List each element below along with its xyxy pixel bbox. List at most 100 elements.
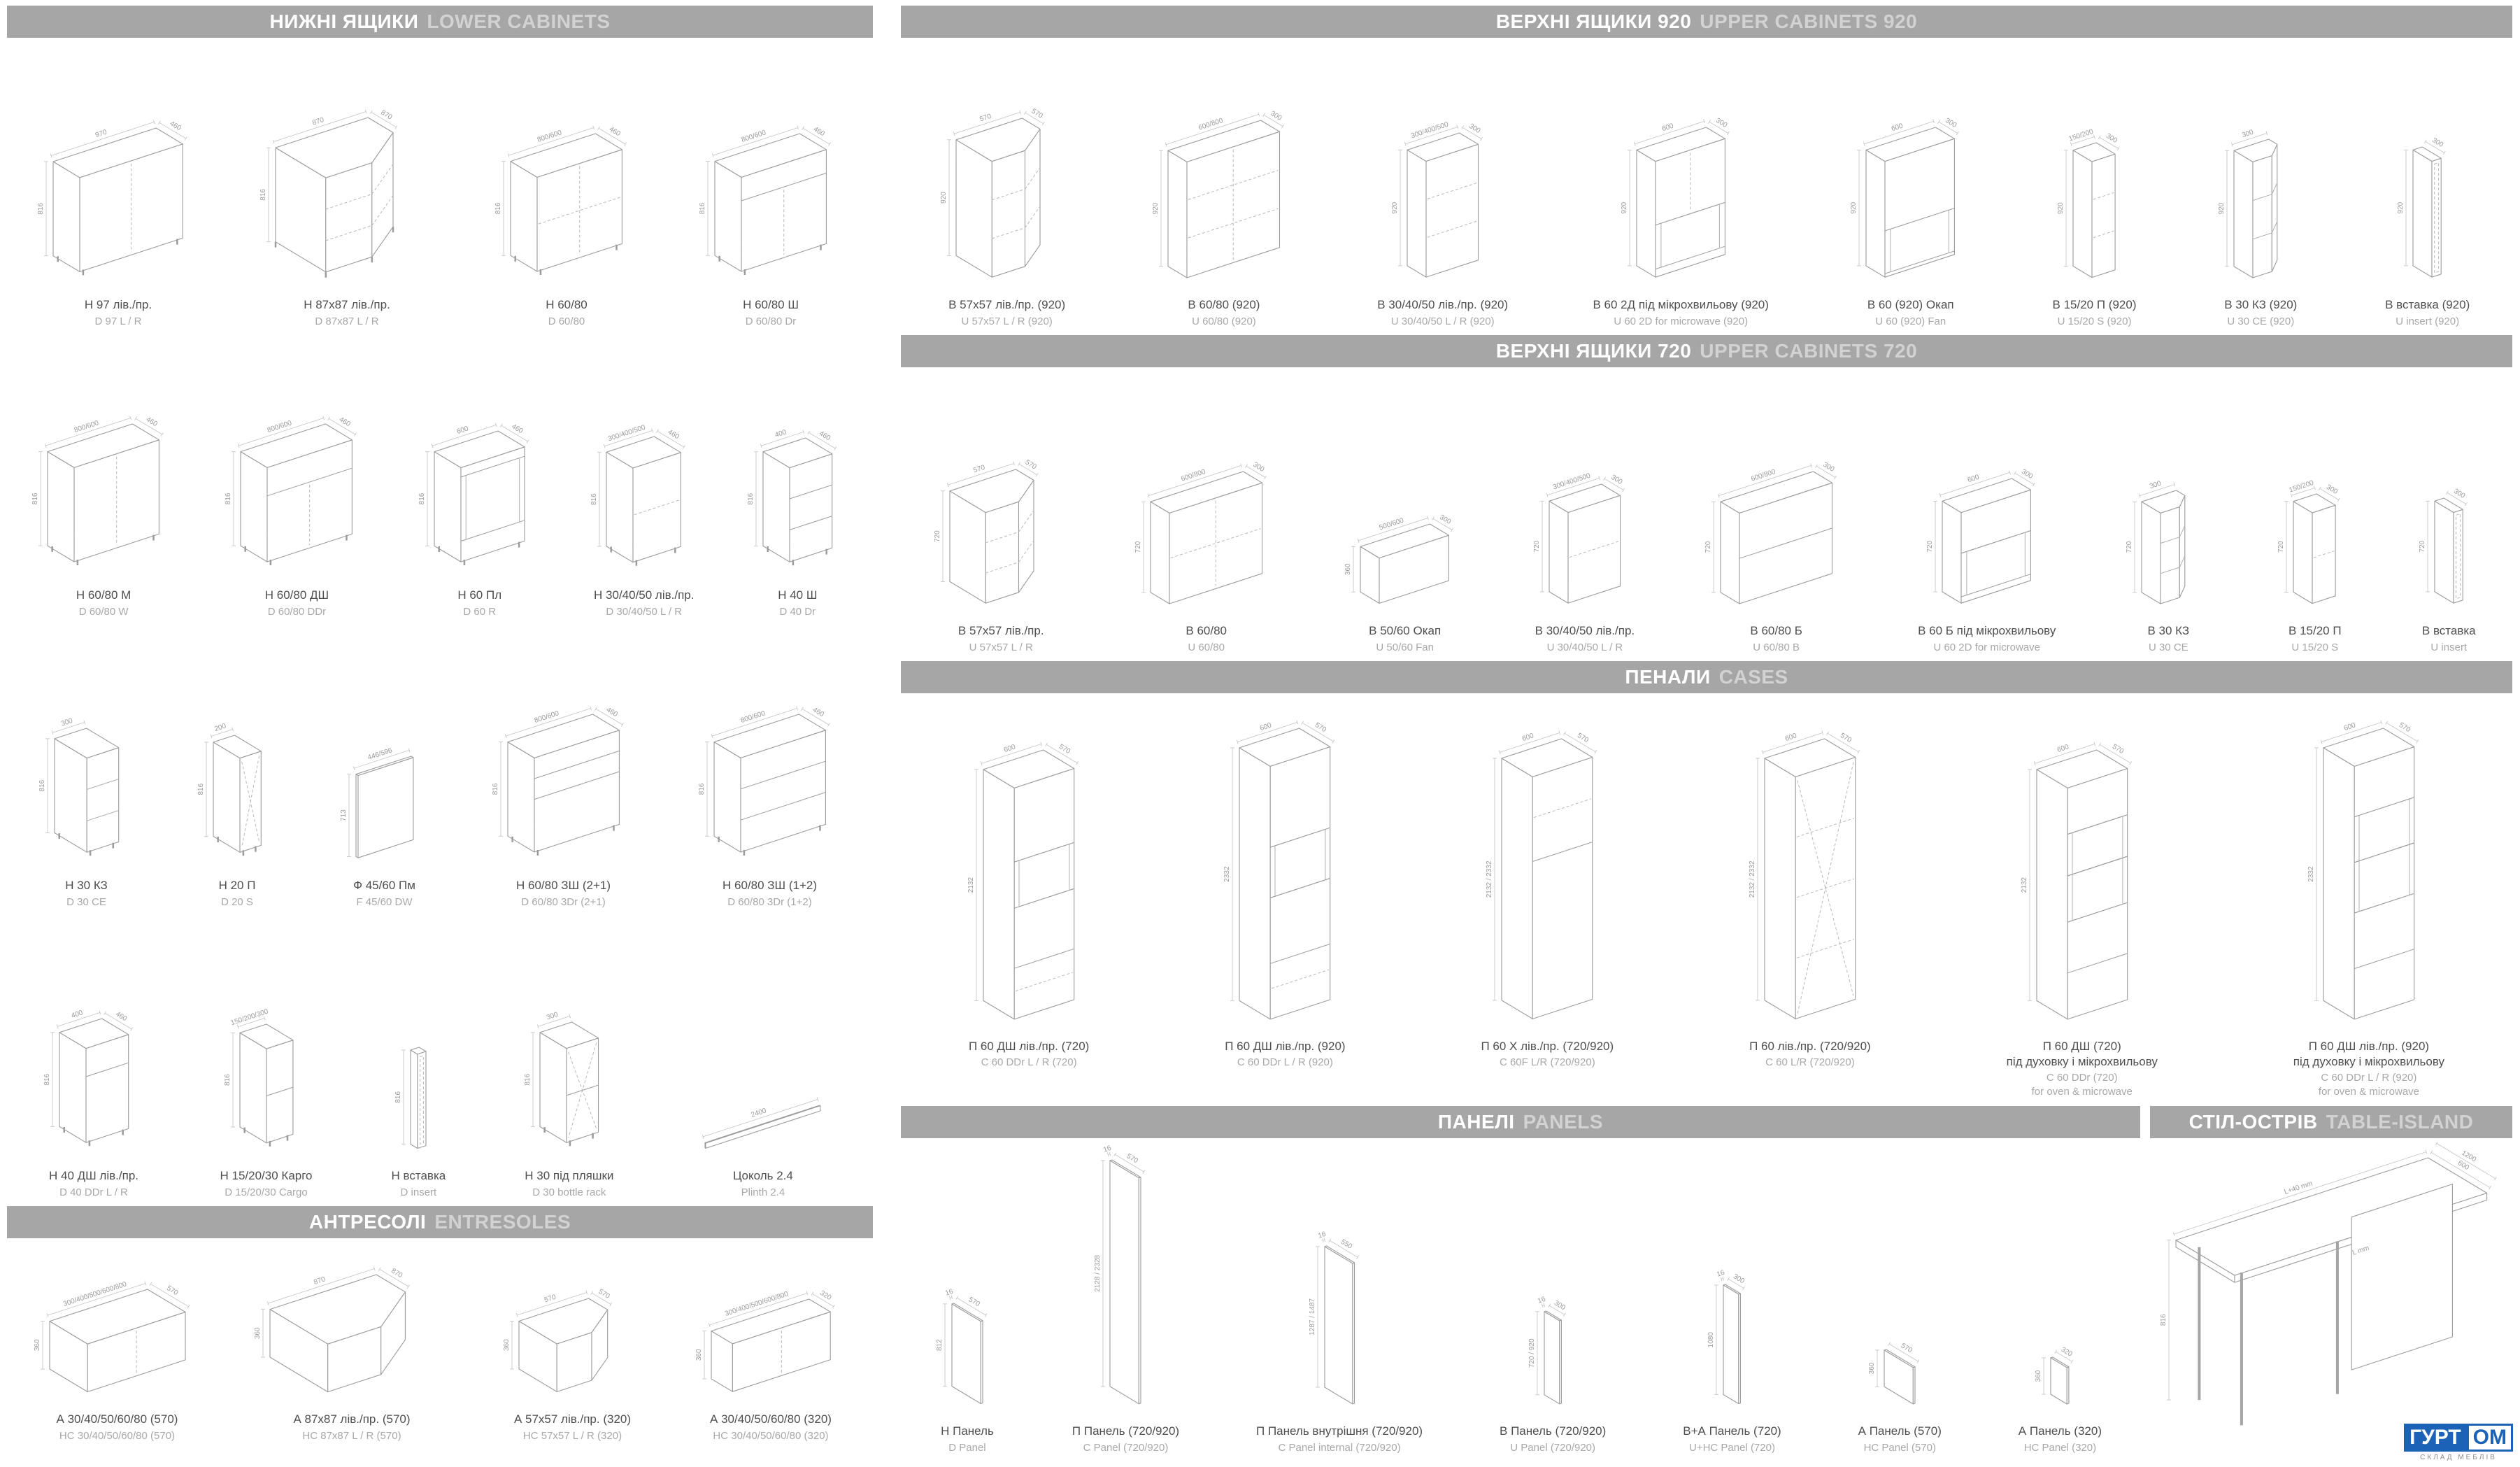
svg-text:150/200/300: 150/200/300 <box>229 1008 269 1028</box>
svg-text:570: 570 <box>165 1284 179 1297</box>
svg-text:570: 570 <box>978 113 992 124</box>
svg-text:300: 300 <box>1269 110 1283 122</box>
item-labels: П 60 Х лів./пр. (720/920)C 60F L/R (720/… <box>1481 1032 1614 1099</box>
item-name-en: U 60 2D for microwave (920) <box>1614 315 1749 327</box>
svg-text:920: 920 <box>940 192 948 204</box>
svg-text:920: 920 <box>2397 202 2405 214</box>
item-name-en: D 30/40/50 L / R <box>606 605 683 618</box>
svg-text:2332: 2332 <box>1223 866 1231 882</box>
svg-text:16: 16 <box>1537 1296 1546 1305</box>
svg-text:300: 300 <box>2430 136 2444 149</box>
item-name-ua: Н 60/80 Ш <box>743 298 799 312</box>
item-labels: В вставка (920)U insert (920) <box>2385 290 2470 328</box>
svg-text:816: 816 <box>31 493 39 505</box>
item-name-ua: А Панель (570) <box>1858 1424 1942 1438</box>
item-name-en: C 60 DDr (720) for oven & microwave <box>2031 1072 2133 1098</box>
cabinet-drawing-svg: 816 <box>394 1047 427 1149</box>
svg-text:720 / 920: 720 / 920 <box>1528 1338 1536 1368</box>
item-name-ua: П 60 Х лів./пр. (720/920) <box>1481 1040 1614 1053</box>
svg-text:720: 720 <box>1926 541 1934 553</box>
svg-text:600: 600 <box>1967 474 1981 485</box>
svg-text:2332: 2332 <box>2307 866 2315 882</box>
section-title-en: UPPER CABINETS 720 <box>1700 340 1918 362</box>
item-name-ua: В 50/60 Окап <box>1369 624 1441 638</box>
cabinet-drawing: 400 460 816 <box>43 1006 141 1161</box>
svg-text:570: 570 <box>1058 743 1072 756</box>
svg-text:570: 570 <box>2398 721 2412 734</box>
svg-text:300: 300 <box>2325 483 2339 496</box>
svg-text:720: 720 <box>1704 541 1712 553</box>
svg-text:400: 400 <box>70 1009 84 1021</box>
item-name-ua: Н 30 під пляшки <box>525 1169 614 1183</box>
svg-text:460: 460 <box>510 423 524 436</box>
item-name-en: D 60/80 W <box>78 605 129 618</box>
svg-text:200: 200 <box>213 723 227 734</box>
item-labels: Н 60/80 ЗШ (1+2)D 60/80 3Dr (1+2) <box>722 871 817 909</box>
item-name-en: U 57x57 L / R (920) <box>961 315 1053 327</box>
item-labels: В 60/80 (920)U 60/80 (920) <box>1188 290 1260 328</box>
svg-text:816: 816 <box>224 1074 232 1086</box>
item-name-en: C 60 DDr L / R (920) <box>1237 1056 1333 1069</box>
section-title-en: UPPER CABINETS 920 <box>1700 10 1918 32</box>
item-name-ua: В 30 КЗ <box>2147 624 2190 638</box>
svg-text:2132 / 2332: 2132 / 2332 <box>1749 860 1756 898</box>
item-name-ua: А 30/40/50/60/80 (570) <box>56 1412 178 1426</box>
item-name-ua: В 30 КЗ (920) <box>2224 298 2298 312</box>
cabinet-drawing: 300 920 <box>2397 134 2454 290</box>
svg-text:550: 550 <box>1339 1238 1353 1251</box>
section-title-en: TABLE-ISLAND <box>2326 1111 2474 1133</box>
svg-text:1080: 1080 <box>1707 1332 1715 1348</box>
svg-text:300: 300 <box>2149 480 2163 491</box>
svg-text:570: 570 <box>1125 1153 1139 1165</box>
svg-text:2132 / 2332: 2132 / 2332 <box>1486 860 1493 898</box>
svg-text:1287 / 1487: 1287 / 1487 <box>1309 1298 1316 1335</box>
item-name-en: U insert <box>2430 641 2468 653</box>
svg-text:16: 16 <box>1716 1269 1725 1279</box>
item-name-en: U 30 CE (920) <box>2227 315 2295 327</box>
svg-text:720: 720 <box>2277 541 2285 553</box>
svg-text:570: 570 <box>973 464 987 475</box>
svg-text:16: 16 <box>1103 1144 1113 1154</box>
section-title-ua: НИЖНІ ЯЩИКИ <box>269 10 419 32</box>
svg-text:460: 460 <box>114 1011 128 1023</box>
section-title-en: PANELS <box>1523 1111 1604 1133</box>
svg-text:816: 816 <box>43 1074 51 1086</box>
